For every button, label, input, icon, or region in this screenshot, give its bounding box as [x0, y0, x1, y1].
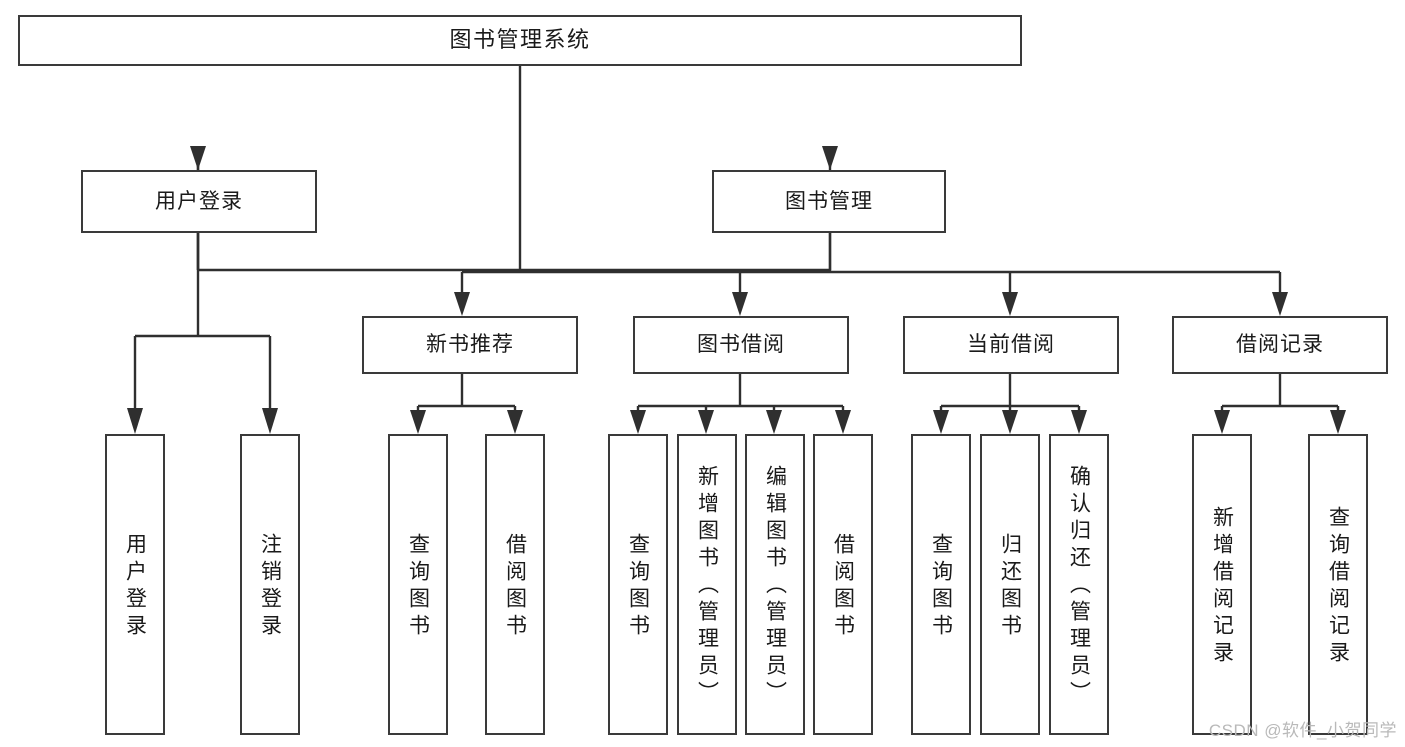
leaf-query-borrow-record[interactable]: 查询借阅记录 [1308, 434, 1368, 735]
node-label: 新书推荐 [426, 333, 514, 357]
arrowhead-leaf-9 [933, 410, 949, 434]
node-borrow-record[interactable]: 借阅记录 [1172, 316, 1388, 374]
arrowhead-l3-4 [1272, 292, 1288, 316]
node-root-system[interactable]: 图书管理系统 [18, 15, 1022, 66]
arrowhead-leaf-10 [1002, 410, 1018, 434]
leaf-add-book-admin[interactable]: 新增图书（管理员） [677, 434, 737, 735]
leaf-edit-book-admin[interactable]: 编辑图书（管理员） [745, 434, 805, 735]
node-current-borrow[interactable]: 当前借阅 [903, 316, 1119, 374]
watermark-text: CSDN @软件_小贺同学 [1208, 721, 1397, 740]
node-label: 图书管理系统 [449, 27, 591, 53]
arrowhead-leaf-13 [1330, 410, 1346, 434]
arrowhead-leaf-11 [1071, 410, 1087, 434]
node-label: 新增图书（管理员） [695, 465, 719, 708]
node-label: 借阅记录 [1236, 333, 1324, 357]
arrowhead-leaf-4 [507, 410, 523, 434]
leaf-query-book-recommend[interactable]: 查询图书 [388, 434, 448, 735]
arrowhead-leaf-3 [410, 410, 426, 434]
leaf-return-book[interactable]: 归还图书 [980, 434, 1040, 735]
node-label: 用户登录 [123, 532, 147, 641]
node-book-borrow[interactable]: 图书借阅 [633, 316, 849, 374]
arrowhead-book-manage [822, 146, 838, 170]
node-label: 用户登录 [155, 189, 243, 213]
node-label: 确认归还（管理员） [1067, 465, 1091, 708]
arrowhead-leaf-1 [127, 408, 143, 434]
arrowhead-l3-2 [732, 292, 748, 316]
leaf-user-login[interactable]: 用户登录 [105, 434, 165, 735]
arrowhead-leaf-12 [1214, 410, 1230, 434]
node-label: 注销登录 [258, 532, 282, 641]
leaf-borrow-book-recommend[interactable]: 借阅图书 [485, 434, 545, 735]
arrowhead-leaf-2 [262, 408, 278, 434]
node-label: 查询图书 [929, 532, 953, 641]
node-label: 借阅图书 [831, 532, 855, 641]
node-label: 新增借阅记录 [1210, 505, 1234, 668]
node-label: 归还图书 [998, 532, 1022, 641]
arrowhead-leaf-6 [698, 410, 714, 434]
leaf-add-borrow-record[interactable]: 新增借阅记录 [1192, 434, 1252, 735]
arrowhead-l3-1 [454, 292, 470, 316]
leaf-borrow-book[interactable]: 借阅图书 [813, 434, 873, 735]
node-label: 编辑图书（管理员） [763, 465, 787, 708]
arrowhead-leaf-7 [766, 410, 782, 434]
leaf-confirm-return-admin[interactable]: 确认归还（管理员） [1049, 434, 1109, 735]
arrowhead-user-login [190, 146, 206, 170]
node-label: 查询图书 [406, 532, 430, 641]
node-label: 借阅图书 [503, 532, 527, 641]
node-label: 查询借阅记录 [1326, 505, 1350, 668]
node-user-login[interactable]: 用户登录 [81, 170, 317, 233]
node-label: 图书借阅 [697, 333, 785, 357]
node-new-book-recommend[interactable]: 新书推荐 [362, 316, 578, 374]
node-label: 当前借阅 [967, 333, 1055, 357]
leaf-query-book-current[interactable]: 查询图书 [911, 434, 971, 735]
arrowhead-leaf-5 [630, 410, 646, 434]
node-book-management[interactable]: 图书管理 [712, 170, 946, 233]
node-label: 查询图书 [626, 532, 650, 641]
arrowhead-leaf-8 [835, 410, 851, 434]
leaf-logout[interactable]: 注销登录 [240, 434, 300, 735]
node-label: 图书管理 [785, 189, 873, 213]
leaf-query-book-borrow[interactable]: 查询图书 [608, 434, 668, 735]
arrowhead-l3-3 [1002, 292, 1018, 316]
